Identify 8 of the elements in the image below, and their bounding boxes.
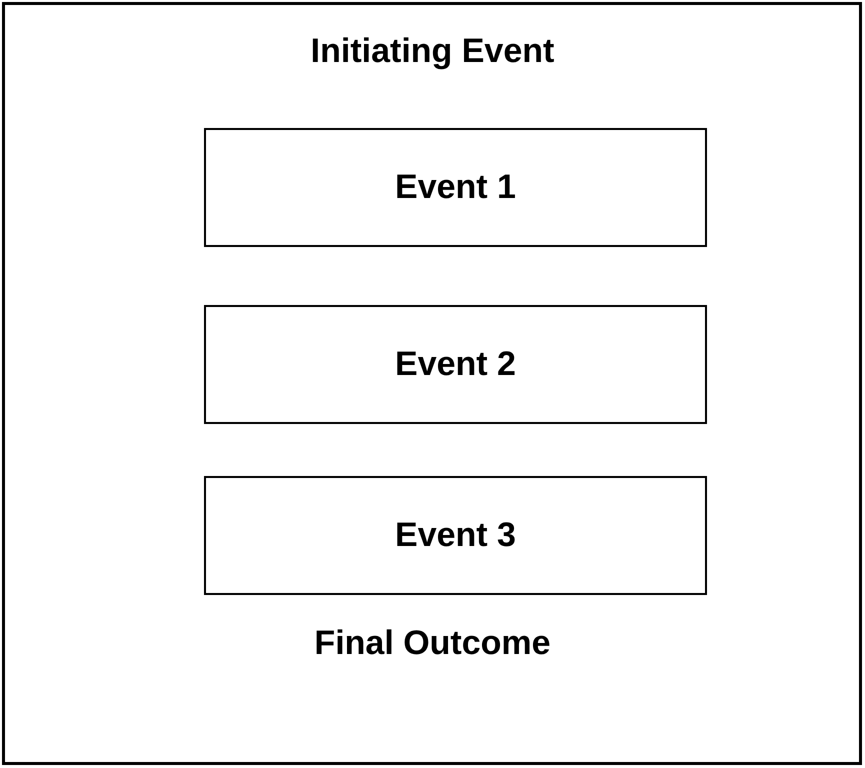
event-box [204, 128, 707, 247]
heading-label: Initiating Event [310, 31, 554, 72]
event-box [204, 305, 707, 424]
heading-label: Final Outcome [314, 623, 551, 664]
event-label: Event 2 [395, 344, 516, 386]
event-label: Event 1 [395, 167, 516, 208]
event-label: Event 3 [395, 515, 516, 556]
event-box [204, 476, 707, 595]
